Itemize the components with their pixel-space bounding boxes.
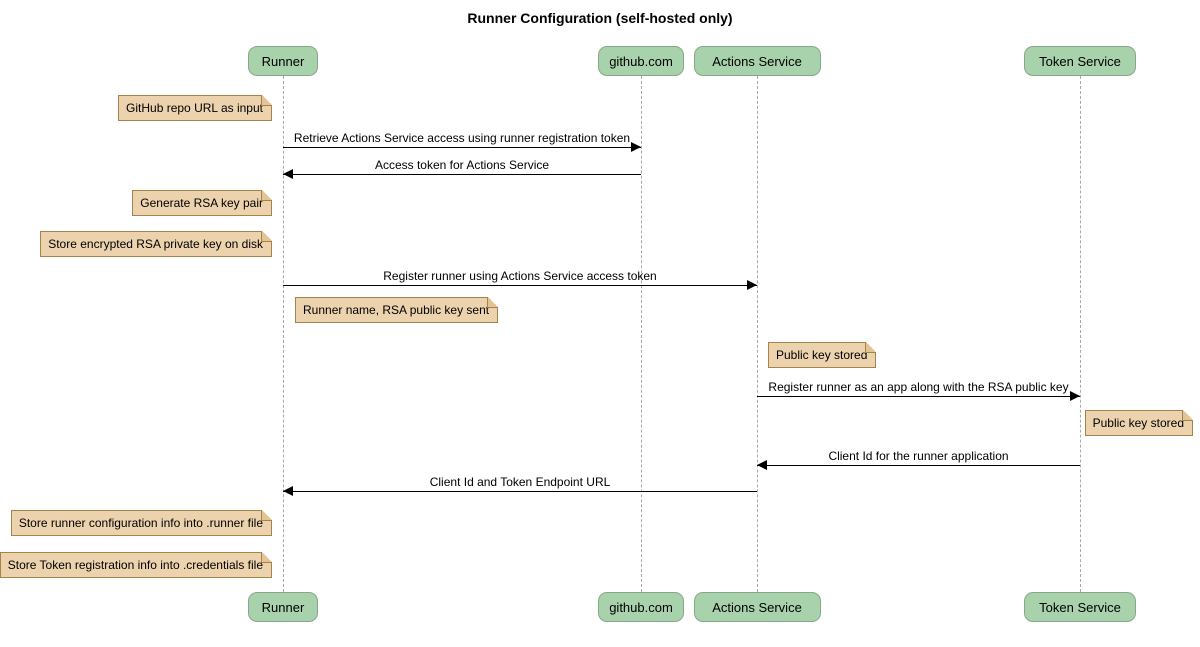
note-label: Public key stored — [776, 348, 868, 362]
arrowhead-right-icon — [631, 142, 641, 152]
message-line — [757, 465, 1080, 466]
lifeline-github — [641, 76, 642, 592]
participant-bottom-token: Token Service — [1024, 592, 1136, 622]
message-line — [283, 285, 757, 286]
note-label: Store runner configuration info into .ru… — [18, 516, 263, 530]
note-label: Store Token registration info into .cred… — [7, 558, 263, 572]
note: GitHub repo URL as input — [118, 95, 272, 121]
message-label: Access token for Actions Service — [374, 158, 550, 172]
participant-bottom-runner: Runner — [248, 592, 318, 622]
note-fold-corner-icon — [261, 510, 272, 521]
message-label: Client Id and Token Endpoint URL — [429, 475, 611, 489]
message-line — [283, 491, 757, 492]
note-label: Generate RSA key pair — [140, 196, 263, 210]
message-label: Client Id for the runner application — [828, 449, 1009, 463]
participant-top-actions: Actions Service — [693, 46, 821, 76]
message-line — [283, 174, 641, 175]
note-fold-corner-icon — [1182, 410, 1193, 421]
note-fold-corner-icon — [261, 552, 272, 563]
note: Store encrypted RSA private key on disk — [40, 231, 272, 257]
message-label: Register runner using Actions Service ac… — [383, 269, 657, 283]
note-fold-corner-icon — [865, 342, 877, 353]
lifeline-token — [1080, 76, 1081, 592]
note-fold-corner-icon — [261, 231, 272, 242]
participant-bottom-actions: Actions Service — [693, 592, 821, 622]
diagram-title: Runner Configuration (self-hosted only) — [467, 10, 733, 26]
note-fold-corner-icon — [487, 297, 499, 308]
note-fold-corner-icon — [261, 190, 272, 201]
note: Public key stored — [1084, 410, 1193, 436]
arrowhead-right-icon — [1070, 391, 1080, 401]
note: Store Token registration info into .cred… — [0, 552, 272, 578]
message-label: Register runner as an app along with the… — [768, 380, 1069, 394]
lifeline-actions — [757, 76, 758, 592]
note-fold-corner-icon — [261, 95, 272, 106]
note-label: Public key stored — [1092, 416, 1184, 430]
arrowhead-right-icon — [747, 280, 757, 290]
note: Runner name, RSA public key sent — [295, 297, 499, 323]
message-line — [757, 396, 1080, 397]
note: Public key stored — [768, 342, 877, 368]
note: Store runner configuration info into .ru… — [10, 510, 272, 536]
arrowhead-left-icon — [283, 486, 293, 496]
note: Generate RSA key pair — [132, 190, 272, 216]
participant-top-github: github.com — [598, 46, 684, 76]
arrowhead-left-icon — [283, 169, 293, 179]
arrowhead-left-icon — [757, 460, 767, 470]
participant-bottom-github: github.com — [598, 592, 684, 622]
note-label: Runner name, RSA public key sent — [303, 303, 490, 317]
lifeline-runner — [283, 76, 284, 592]
message-line — [283, 147, 641, 148]
message-label: Retrieve Actions Service access using ru… — [293, 131, 631, 145]
note-label: Store encrypted RSA private key on disk — [48, 237, 263, 251]
participant-top-runner: Runner — [248, 46, 318, 76]
participant-top-token: Token Service — [1024, 46, 1136, 76]
note-label: GitHub repo URL as input — [126, 101, 263, 115]
